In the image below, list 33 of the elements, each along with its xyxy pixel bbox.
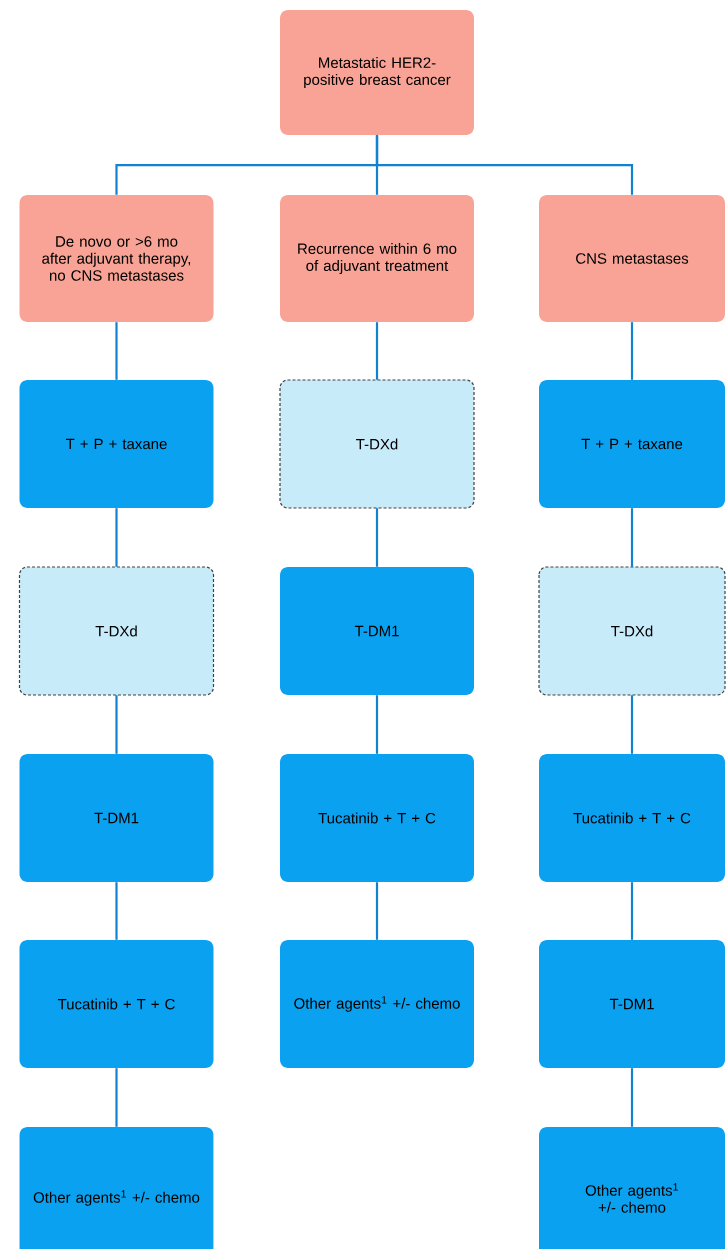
optional-treatment-box: T-DXd — [538, 566, 726, 696]
treatment-box: T-DM1 — [539, 940, 725, 1068]
treatment-box: Tucatinib + T + C — [19, 940, 214, 1068]
connector — [630, 695, 634, 754]
category-box: Metastatic HER2-positive breast cancer — [280, 10, 474, 135]
connector — [630, 322, 634, 380]
treatment-box: Other agents$^{1}$ +/- chemo — [539, 1127, 725, 1249]
connector — [630, 508, 634, 567]
connector — [375, 508, 379, 567]
connector — [115, 695, 118, 754]
connector — [375, 695, 379, 754]
optional-treatment-box: T-DXd — [18, 566, 215, 696]
optional-treatment-box: T-DXd — [279, 379, 475, 509]
treatment-box: T + P + taxane — [19, 380, 214, 508]
treatment-box: Other agents$^{1}$ +/- chemo — [19, 1127, 214, 1249]
connector — [375, 882, 379, 940]
connector — [630, 882, 634, 940]
treatment-box: Tucatinib + T + C — [280, 754, 474, 882]
category-box: Recurrence within 6 mo of adjuvant treatment — [280, 195, 474, 322]
category-box: De novo or >6 mo after adjuvant therapy, no CNS metastases — [19, 195, 214, 322]
treatment-box: Tucatinib + T + C — [539, 754, 725, 882]
connector — [115, 322, 118, 380]
treatment-box: T-DM1 — [19, 754, 214, 882]
connector — [115, 508, 118, 567]
treatment-box: T + P + taxane — [539, 380, 725, 508]
connector — [115, 882, 118, 940]
treatment-box: Other agents$^{1}$ +/- chemo — [280, 940, 474, 1068]
connector — [375, 135, 634, 195]
connector — [115, 1068, 118, 1127]
connector — [375, 322, 379, 380]
treatment-box: T-DM1 — [280, 567, 474, 695]
category-box: CNS metastases — [539, 195, 725, 322]
connector — [630, 1068, 634, 1127]
